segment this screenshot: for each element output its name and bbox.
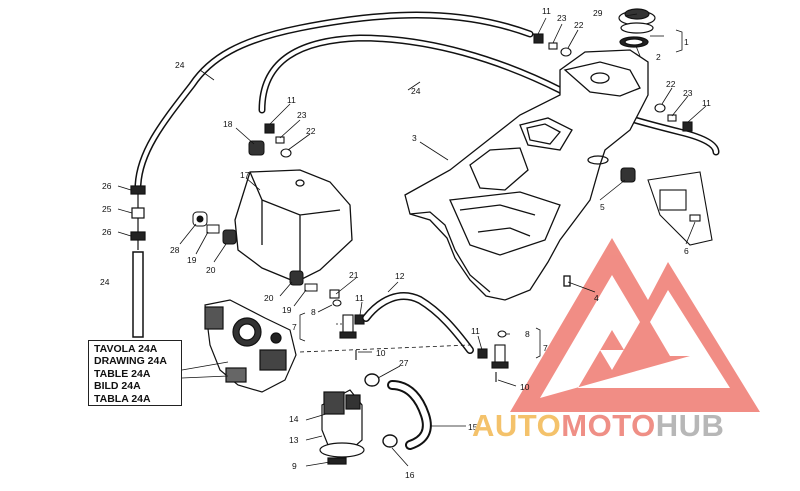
callout-27: 27 xyxy=(399,358,409,368)
callout-10: 10 xyxy=(520,382,530,392)
callout-14: 14 xyxy=(289,414,299,424)
clamp-27 xyxy=(364,373,380,387)
grommet-20 xyxy=(222,229,304,286)
bolt-19 xyxy=(206,224,318,292)
ref-line: TABLA 24A xyxy=(94,392,151,405)
ref-line: TAVOLA 24A xyxy=(94,343,158,355)
callout-15: 15 xyxy=(468,422,478,432)
callout-23: 23 xyxy=(297,110,307,120)
callout-29: 29 xyxy=(593,8,603,18)
ref-line: DRAWING 24A xyxy=(94,355,167,368)
callout-8: 8 xyxy=(525,329,530,339)
watermark-wordmark: AUTOMOTOHUB xyxy=(472,408,724,444)
callout-24: 24 xyxy=(100,277,110,287)
callout-1: 1 xyxy=(684,37,689,47)
watermark-logo-mark xyxy=(510,238,760,412)
callout-17: 17 xyxy=(240,170,250,180)
callout-10: 10 xyxy=(376,348,386,358)
watermark-moto: MOTO xyxy=(561,408,656,443)
callout-26: 26 xyxy=(102,227,112,237)
callout-6: 6 xyxy=(684,246,689,256)
hose-12 xyxy=(362,292,474,354)
valve-assembly-left xyxy=(332,299,357,360)
hose-15 xyxy=(387,380,432,450)
valve-25 xyxy=(130,185,146,241)
callout-20: 20 xyxy=(206,265,216,275)
callout-labels: 11 23 22 29 1 2 24 24 24 22 23 11 11 23 … xyxy=(100,6,711,480)
callout-2: 2 xyxy=(656,52,661,62)
callout-8: 8 xyxy=(311,307,316,317)
callout-16: 16 xyxy=(405,470,415,480)
ref-line: TABLE 24A xyxy=(94,367,151,380)
callout-11: 11 xyxy=(355,293,364,303)
callout-4: 4 xyxy=(594,293,599,303)
clamp-16 xyxy=(382,434,398,448)
leader-lines xyxy=(117,13,707,467)
fuel-pump xyxy=(319,389,365,465)
callout-11: 11 xyxy=(542,6,551,16)
callout-13: 13 xyxy=(289,435,299,445)
grommet-28 xyxy=(192,211,208,227)
callout-28: 28 xyxy=(170,245,180,255)
throttle-body xyxy=(204,299,297,393)
callout-12: 12 xyxy=(395,271,405,281)
callout-25: 25 xyxy=(102,204,112,214)
callout-19: 19 xyxy=(187,255,197,265)
callout-24: 24 xyxy=(175,60,185,70)
clamps-11-23-22 xyxy=(264,33,693,359)
filler-cap xyxy=(618,8,656,48)
callout-26: 26 xyxy=(102,181,112,191)
ref-line: BILD 24A xyxy=(94,380,141,393)
drawing-reference-box: TAVOLA 24A DRAWING 24A TABLE 24A BILD 24… xyxy=(88,340,182,406)
callout-5: 5 xyxy=(600,202,605,212)
watermark-auto: AUTO xyxy=(472,408,562,443)
callout-22: 22 xyxy=(306,126,316,136)
callout-11: 11 xyxy=(287,95,296,105)
watermark-hub: HUB xyxy=(655,408,725,443)
callout-23: 23 xyxy=(557,13,567,23)
callout-23: 23 xyxy=(683,88,693,98)
callout-22: 22 xyxy=(574,20,584,30)
callout-22: 22 xyxy=(666,79,676,89)
hose-24-lower-inner xyxy=(260,35,718,154)
callout-19: 19 xyxy=(282,305,292,315)
callout-24: 24 xyxy=(411,86,421,96)
callout-9: 9 xyxy=(292,461,297,471)
hose-24-upper-inner xyxy=(136,13,532,187)
callout-11: 11 xyxy=(471,326,480,336)
callout-7: 7 xyxy=(292,322,297,332)
fuel-tank xyxy=(404,49,649,301)
callout-11: 11 xyxy=(702,98,711,108)
callout-20: 20 xyxy=(264,293,274,303)
callout-21: 21 xyxy=(349,270,359,280)
callout-18: 18 xyxy=(223,119,233,129)
callout-7: 7 xyxy=(543,343,548,353)
mounting-bracket xyxy=(620,167,713,246)
callout-3: 3 xyxy=(412,133,417,143)
valve-assembly-right xyxy=(491,330,509,382)
evap-canister xyxy=(234,169,353,283)
grommet-18 xyxy=(248,140,265,156)
